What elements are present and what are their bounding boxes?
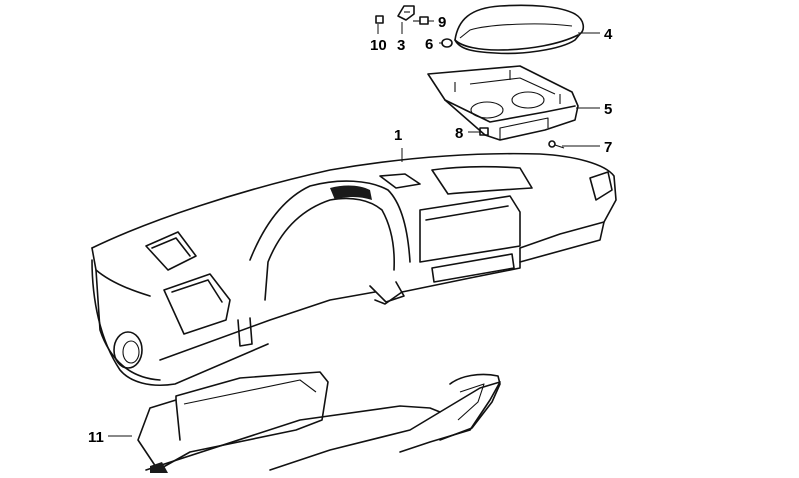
callout-8: 8: [455, 125, 463, 142]
callout-labels: 1 3 4 5 6 7 8 9 10 11: [88, 14, 613, 446]
part-1-dashboard: [91, 152, 617, 386]
part-10-nut: [375, 15, 384, 24]
part-4-cover: [454, 4, 585, 55]
part-5-housing: [427, 65, 579, 141]
leader-lines: [108, 20, 600, 437]
callout-1: 1: [394, 127, 402, 144]
callout-4: 4: [604, 26, 613, 43]
part-9-screw: [413, 16, 429, 25]
part-6-grommet: [441, 38, 453, 48]
callout-5: 5: [604, 101, 612, 118]
callout-11: 11: [88, 429, 104, 446]
part-7-screw: [548, 140, 565, 149]
callout-10: 10: [370, 37, 387, 54]
callout-3: 3: [397, 37, 405, 54]
part-11-lower-trim: [137, 371, 501, 473]
callout-6: 6: [425, 36, 433, 53]
callout-7: 7: [604, 139, 612, 156]
part-3-bracket: [397, 5, 415, 21]
callout-9: 9: [438, 14, 446, 31]
